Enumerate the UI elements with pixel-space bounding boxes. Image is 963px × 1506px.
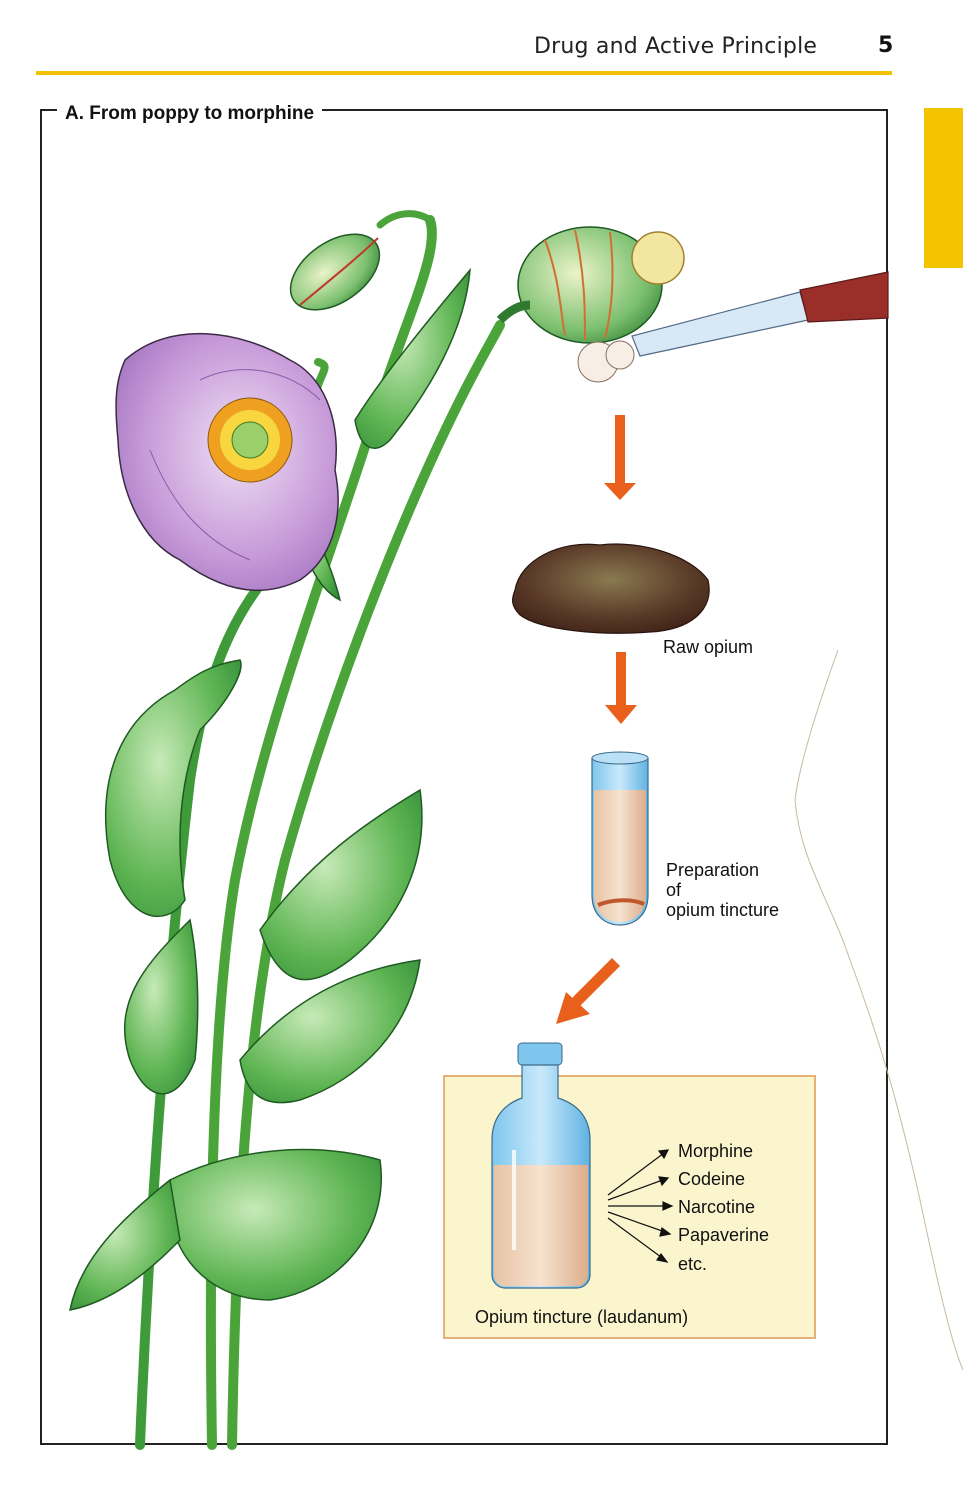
alkaloid-morphine: Morphine — [678, 1141, 754, 1161]
poppy-bud — [289, 233, 381, 311]
figure-title: A. From poppy to morphine — [57, 103, 323, 125]
page-header-title: Drug and Active Principle — [534, 34, 818, 59]
label-preparation-line2: of — [666, 880, 682, 900]
poppy-flower — [115, 333, 339, 592]
alkaloid-arrows — [607, 1149, 674, 1263]
process-arrows — [556, 415, 637, 1024]
alkaloid-codeine: Codeine — [678, 1169, 746, 1189]
figure-frame — [40, 109, 888, 1445]
page-edge-line — [794, 649, 963, 1371]
chapter-thumb-tab — [924, 108, 963, 268]
alkaloid-papaverine: Papaverine — [678, 1225, 770, 1245]
alkaloid-etc: etc. — [678, 1254, 708, 1274]
label-preparation-line3: opium tincture — [666, 900, 780, 920]
header-rule — [36, 71, 892, 75]
label-opium-tincture: Opium tincture (laudanum) — [475, 1307, 689, 1327]
label-raw-opium: Raw opium — [663, 637, 754, 657]
raw-opium — [512, 543, 710, 634]
tincture-bottle — [491, 1042, 591, 1289]
label-preparation-line1: Preparation — [666, 860, 760, 880]
page-number: 5 — [878, 33, 894, 58]
poppy-leaves — [69, 267, 471, 1311]
test-tube — [591, 751, 649, 926]
knife — [631, 271, 889, 357]
poppy-capsule — [496, 226, 685, 383]
alkaloid-narcotine: Narcotine — [678, 1197, 756, 1217]
